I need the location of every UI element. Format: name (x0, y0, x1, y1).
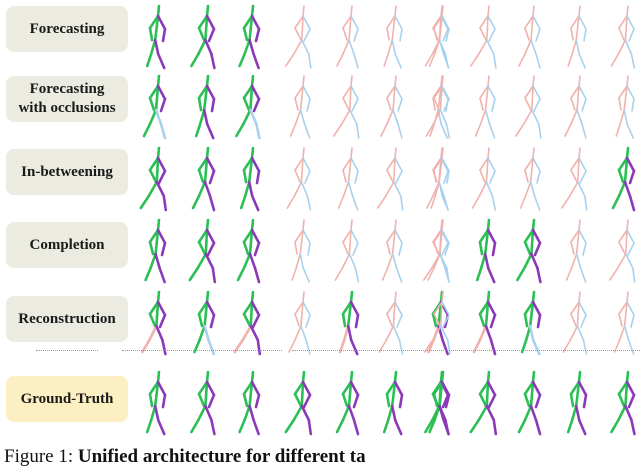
skeleton-frame (334, 219, 360, 283)
skeleton-frame (238, 370, 261, 436)
row-label-completion: Completion (6, 222, 128, 268)
skeleton-frame (194, 74, 216, 140)
divider-segment (36, 350, 98, 351)
skeleton-frame (284, 5, 312, 69)
skeleton-frame (239, 146, 261, 212)
skeleton-frame (190, 4, 216, 70)
skeleton-frame (517, 370, 542, 436)
skeleton-frame (383, 5, 403, 69)
skeleton-frame (141, 290, 167, 356)
row-label-forecasting-occlusions: Forecasting with occlusions (6, 76, 128, 122)
skeleton-frame (236, 218, 261, 284)
skeleton-frame (519, 147, 541, 211)
skeleton-frame (425, 75, 451, 139)
skeleton-frame (145, 4, 167, 70)
skeleton-frame (611, 146, 636, 212)
skeleton-frame (235, 74, 261, 140)
skeleton-frame (471, 147, 497, 211)
skeleton-frame (286, 147, 312, 211)
skeleton-frame (610, 5, 636, 69)
skeleton-grid (139, 4, 636, 436)
skeleton-frame (610, 370, 636, 436)
caption-prefix: Figure 1: (4, 446, 74, 467)
skeleton-frame (336, 5, 359, 69)
skeleton-frame (560, 147, 588, 211)
skeleton-frame (469, 5, 497, 69)
skeleton-frame (562, 291, 588, 355)
skeleton-frame (382, 370, 404, 436)
skeleton-frame (337, 147, 359, 211)
skeleton-frame (233, 290, 262, 356)
skeleton-frame (520, 290, 542, 356)
skeleton-frame (565, 219, 587, 283)
skeleton-frame (608, 219, 636, 283)
skeleton-frame (291, 219, 311, 283)
skeleton-frame (430, 147, 450, 211)
divider-segment (292, 350, 640, 351)
row-label-forecasting: Forecasting (6, 6, 128, 52)
skeleton-frame (289, 75, 311, 139)
skeleton-frame (142, 74, 167, 140)
skeleton-frame (566, 370, 588, 436)
row-label-reconstruction: Reconstruction (6, 296, 128, 342)
skeleton-frame (288, 291, 311, 355)
skeleton-frame (428, 5, 450, 69)
skeleton-frame (514, 75, 542, 139)
caption-title: Unified architecture for different ta (77, 446, 366, 467)
skeleton-frame (516, 218, 542, 284)
figure-caption: Figure 1: Unified architecture for diffe… (4, 446, 366, 468)
row-label-in-betweening: In-betweening (6, 149, 128, 195)
skeleton-frame (567, 5, 587, 69)
skeleton-frame (332, 75, 360, 139)
skeleton-frame (427, 219, 450, 283)
skeleton-frame (139, 146, 168, 212)
skeleton-frame (144, 218, 167, 284)
skeleton-frame (145, 370, 167, 436)
skeleton-frame (469, 370, 498, 436)
skeleton-frame (338, 290, 360, 356)
skeleton-frame (475, 218, 497, 284)
skeleton-frame (428, 370, 451, 436)
skeleton-frame (193, 290, 216, 356)
skeleton-frame (472, 290, 497, 356)
skeleton-frame (564, 75, 587, 139)
skeleton-frame (376, 147, 404, 211)
skeleton-frame (190, 370, 216, 436)
divider-segment (122, 350, 282, 351)
skeleton-frame (335, 370, 360, 436)
skeleton-frame (238, 4, 261, 70)
skeleton-frame (474, 75, 496, 139)
skeleton-frame (191, 146, 216, 212)
skeleton-frame (518, 5, 541, 69)
skeleton-frame (381, 219, 403, 283)
skeleton-frame (188, 218, 217, 284)
skeleton-frame (615, 75, 635, 139)
skeleton-frame (380, 75, 403, 139)
skeleton-frame (284, 370, 313, 436)
skeleton-frame (613, 291, 635, 355)
skeleton-frame (378, 291, 404, 355)
row-label-ground-truth: Ground-Truth (6, 376, 128, 422)
